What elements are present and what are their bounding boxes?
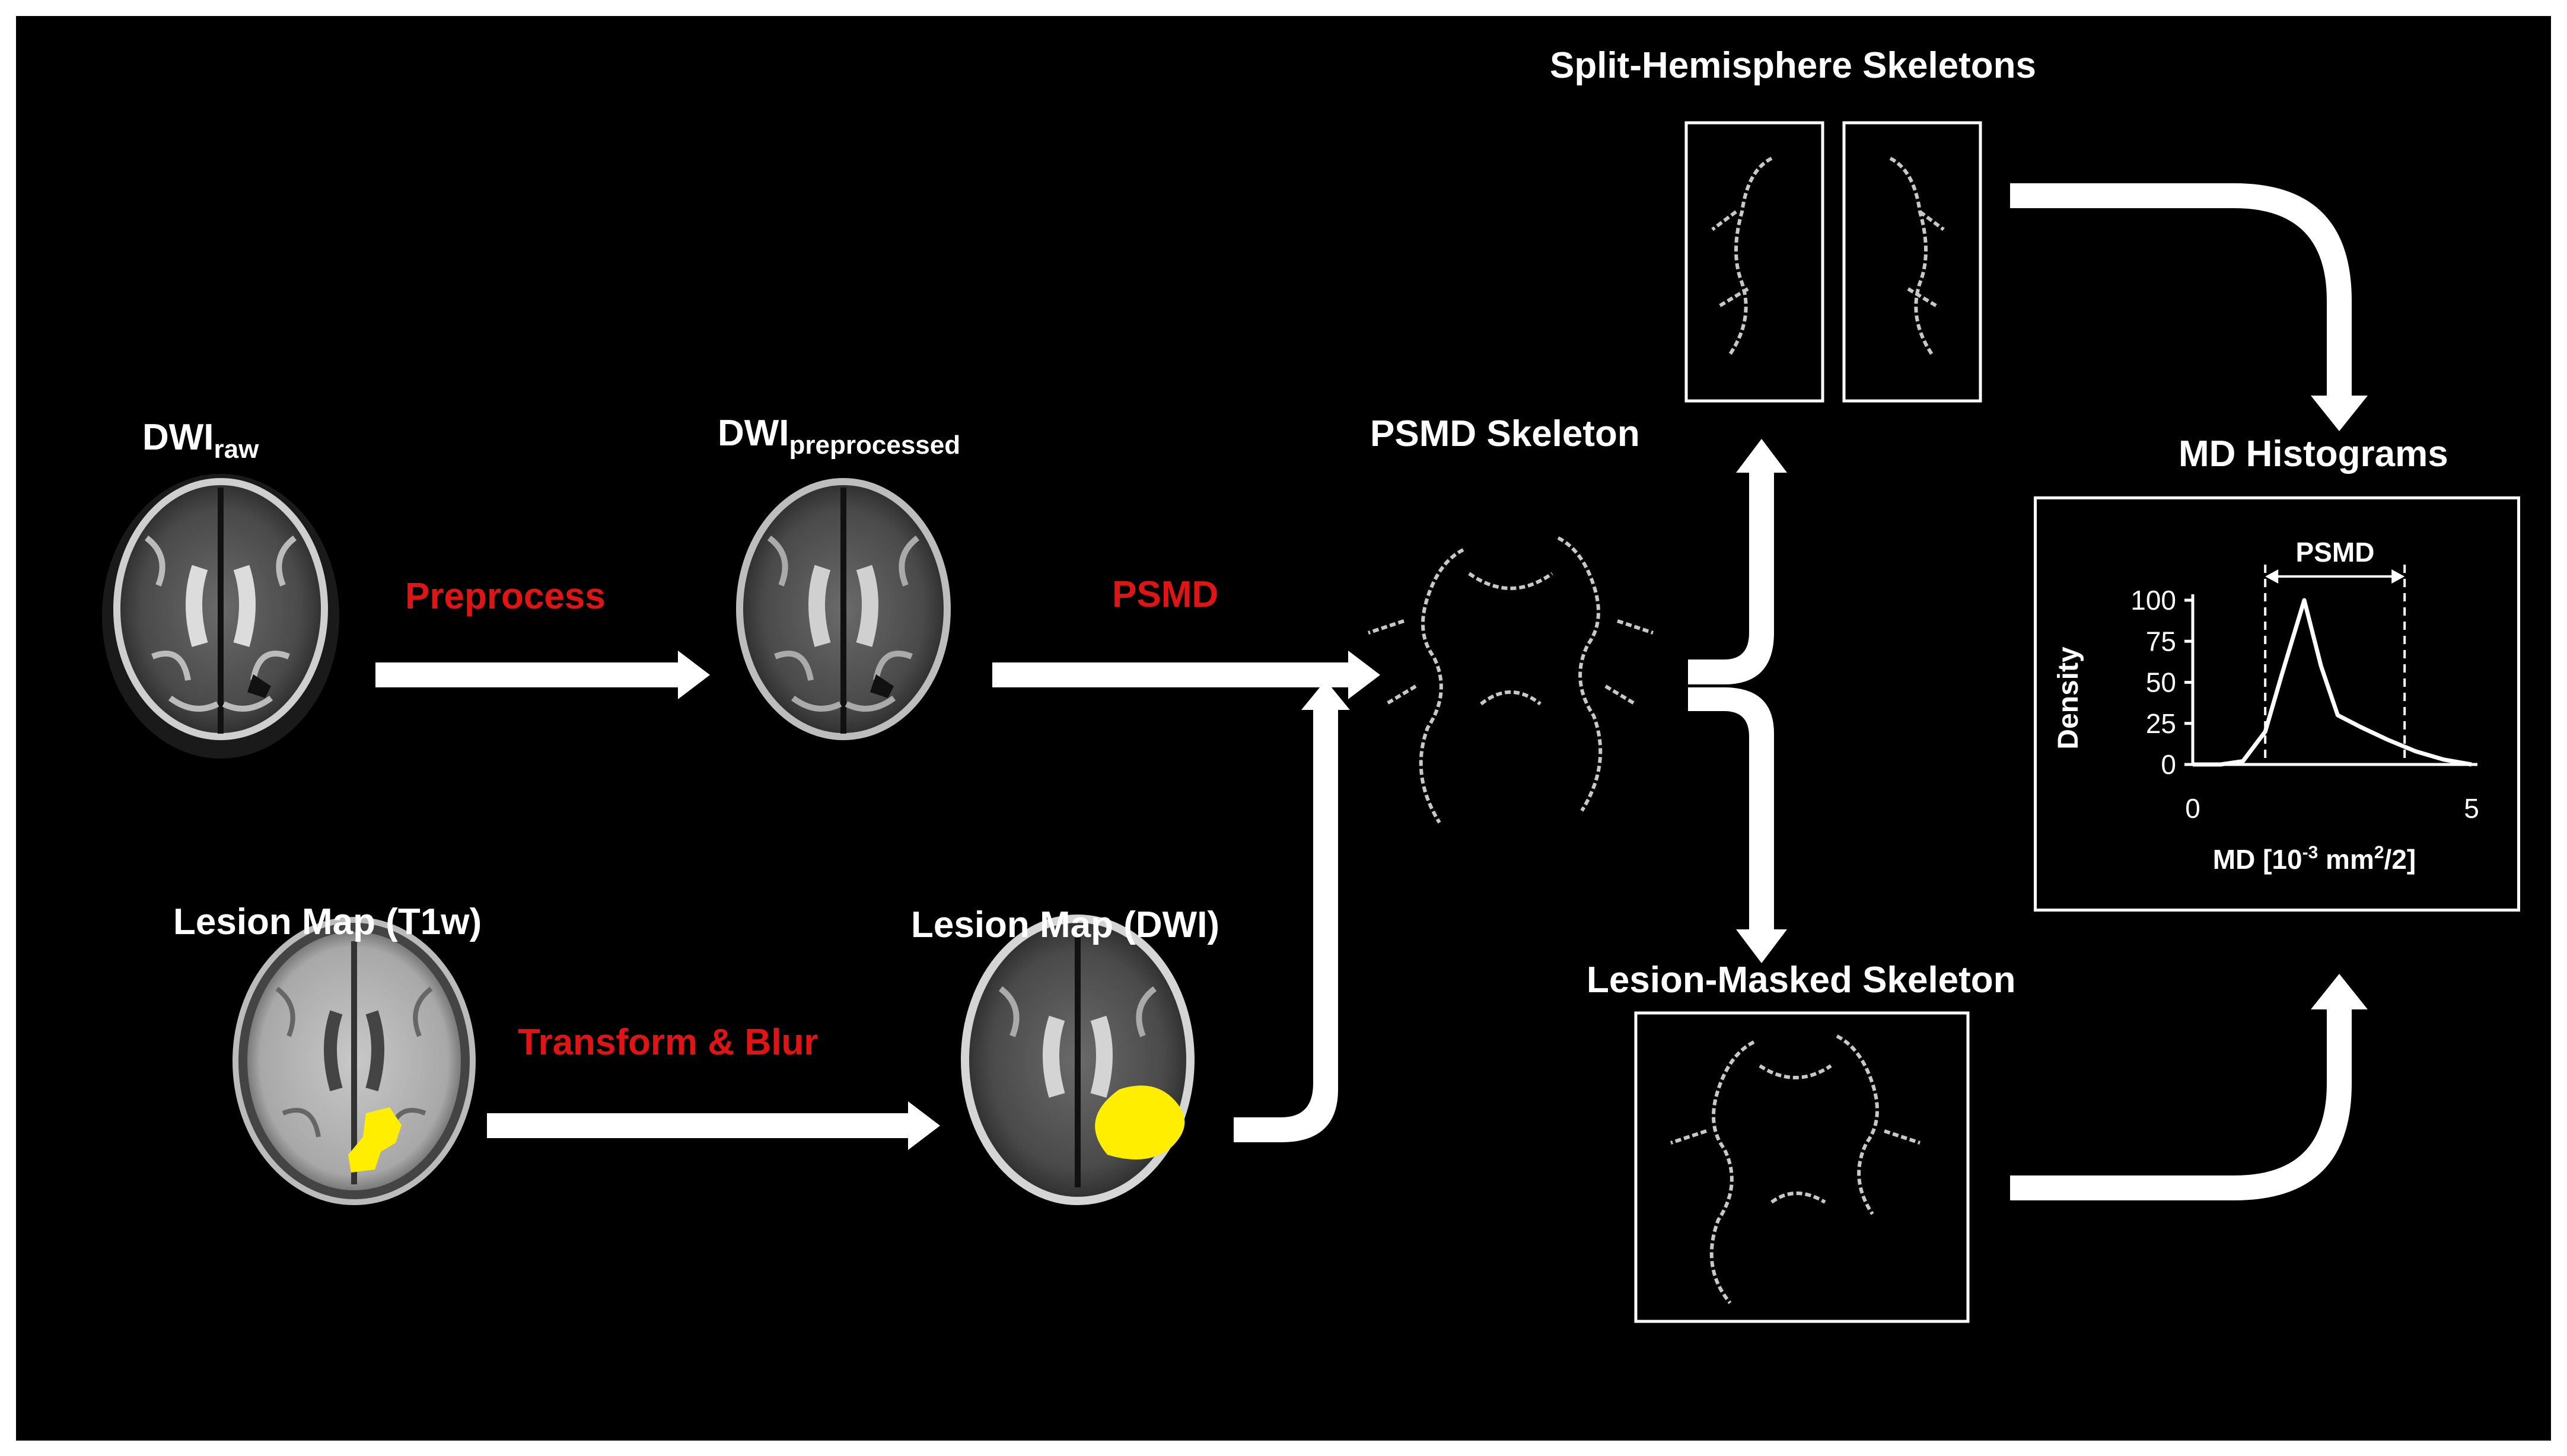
- label-md-histograms: MD Histograms: [2179, 434, 2448, 474]
- lesion-yellow-t1w: [348, 1107, 402, 1173]
- lesion-t1w-brain-image: [233, 917, 476, 1205]
- label-lesion-map-t1w: Lesion Map (T1w): [173, 901, 482, 942]
- label-lesion-map-dwi: Lesion Map (DWI): [911, 904, 1220, 945]
- arrow-to-split-hemisphere: [1688, 439, 1787, 684]
- arrow-masked-to-histogram: [2010, 974, 2368, 1200]
- arrow-split-to-histogram: [2010, 183, 2368, 431]
- step-transform-blur: Transform & Blur: [518, 1022, 818, 1063]
- step-psmd: PSMD: [1112, 574, 1219, 615]
- split-hemisphere-skeletons: [1684, 121, 1982, 403]
- label-lesion-masked: Lesion-Masked Skeleton: [1587, 960, 2016, 1001]
- lesion-masked-skeleton: [1634, 1011, 1970, 1323]
- arrow-lesion-to-psmd: [1234, 680, 1350, 1142]
- arrows: [375, 183, 2368, 1200]
- label-dwi-raw: DWIraw: [142, 417, 259, 464]
- dwi-raw-brain-image: [102, 474, 339, 759]
- step-preprocess: Preprocess: [405, 576, 606, 617]
- dwi-preprocessed-brain-image: [736, 478, 951, 740]
- lesion-dwi-brain-image: [961, 915, 1195, 1205]
- label-psmd-skeleton: PSMD Skeleton: [1370, 413, 1640, 454]
- label-split-hemisphere: Split-Hemisphere Skeletons: [1550, 45, 2037, 86]
- lesion-yellow-dwi: [1095, 1085, 1185, 1159]
- arrow-psmd: [992, 662, 1348, 687]
- label-dwi-preprocessed: DWIpreprocessed: [718, 413, 961, 460]
- psmd-skeleton-image: [1368, 536, 1654, 824]
- arrow-to-lesion-masked: [1688, 687, 1787, 963]
- arrow-preprocess: [375, 662, 678, 687]
- arrow-transform-blur: [487, 1113, 908, 1138]
- md-histogram-box: [2034, 496, 2520, 912]
- pipeline-diagram: [102, 121, 2368, 1323]
